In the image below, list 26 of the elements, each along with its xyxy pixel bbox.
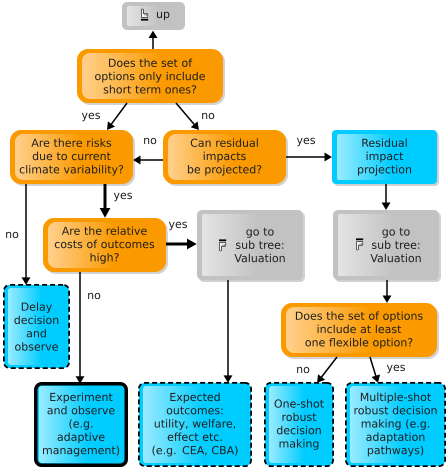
edge-label: no [200, 112, 216, 120]
edge-label: yes [168, 220, 188, 232]
arrow [175, 102, 199, 130]
edge-label: yes [386, 364, 406, 374]
outcome-box: Expected outcomes: utility, welfare, effect etc. (e.g. CEA, CBA) [138, 382, 252, 467]
decision-box: Are the relative costs of outcomes high? [43, 218, 168, 274]
edge-label: no [295, 366, 311, 374]
outcome-box: Experiment and observe (e.g. adaptive management) [34, 382, 128, 467]
edge-label: yes [80, 112, 102, 122]
decision-box: Are there risks due to current climate variability? [10, 130, 135, 186]
decision-box: Does the set of options include at least one flexible option? [281, 303, 439, 359]
arrow [107, 102, 128, 130]
edge-label: yes [296, 136, 316, 148]
decision-box: Does the set of options only include short term ones? [77, 49, 225, 105]
edge-label: yes [112, 192, 134, 202]
edge-label: no [142, 136, 158, 146]
decision-box: Can residual impacts be projected? [163, 130, 288, 186]
outcome-box: One-shot robust decision making [264, 382, 334, 467]
up-button: up [122, 2, 185, 30]
edge-label: no [86, 292, 102, 300]
subtree-link-box: go to sub tree: Valuation [197, 210, 305, 282]
outcome-box: Delay decision and observe [3, 284, 70, 369]
edge-label: no [4, 230, 20, 240]
outcome-box: Multiple-shot robust decision making (e.g. adaptation pathways) [345, 382, 446, 467]
subtree-link-box: go to sub tree: Valuation [333, 210, 441, 282]
process-box: Residual impact projection [332, 130, 439, 186]
